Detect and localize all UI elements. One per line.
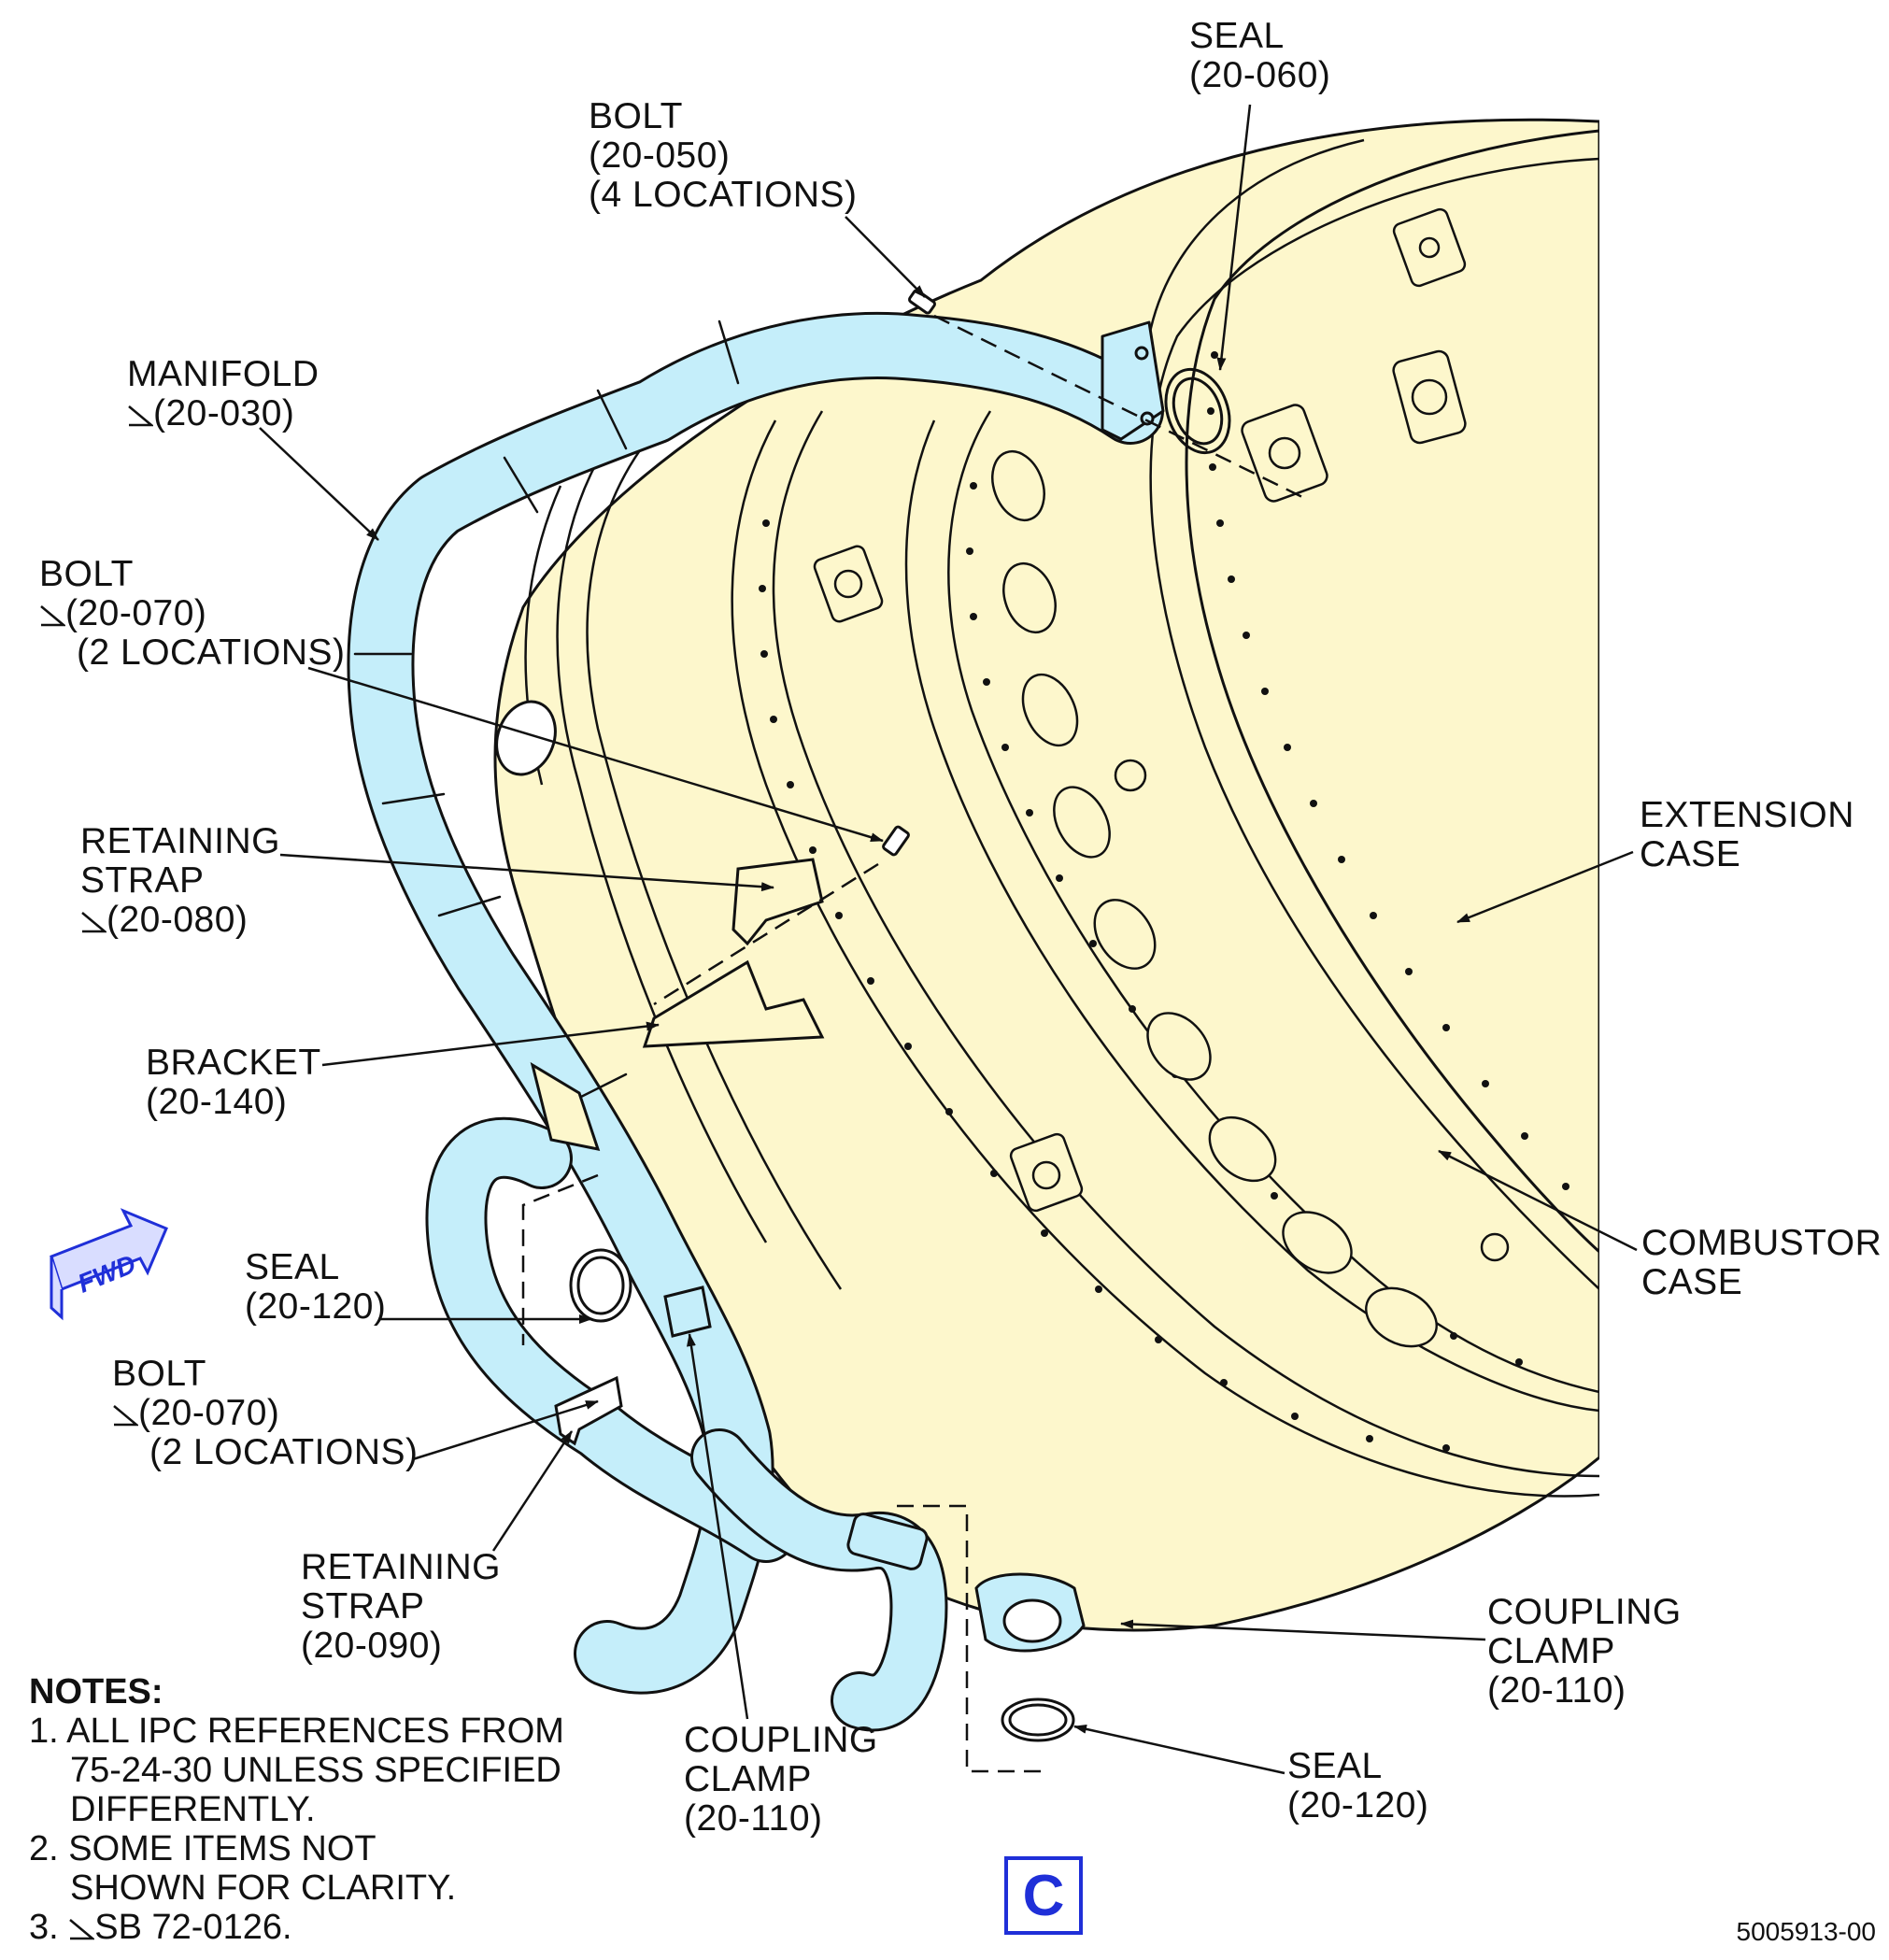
leader-manifold: [259, 427, 379, 541]
case-flange-ring-1: [1149, 157, 1599, 1290]
effectivity-triangle-icon: [69, 1919, 95, 1940]
leader-retaining-strap-090: [491, 1430, 574, 1552]
leader-retaining-strap-080: [279, 853, 774, 892]
leader-lines: [259, 104, 1638, 1775]
bolt-hole-row-1: [1207, 351, 1569, 1190]
case-flange-ring-3: [947, 410, 1599, 1394]
notes-heading: NOTES:: [29, 1672, 163, 1711]
leader-seal-120-right: [1073, 1724, 1285, 1775]
manifold-flange-fitting: [1101, 320, 1165, 441]
open-port-left: [495, 700, 557, 776]
label-bolt-070-upper: BOLT (20-070) (2 LOCATIONS): [39, 554, 346, 673]
case-forward-ring-1: [586, 410, 843, 1290]
bolt-hole-row-3: [759, 519, 1450, 1452]
engine-case-assembly: [493, 118, 1599, 1632]
leader-bolt-070-lower: [412, 1399, 599, 1461]
case-flange-ring-5: [772, 410, 1599, 1478]
effectivity-triangle-icon: [81, 912, 107, 933]
effectivity-triangle-icon: [40, 605, 65, 627]
case-flange-ring-4: [904, 419, 1599, 1413]
label-bolt-070-lower: BOLT (20-070) (2 LOCATIONS): [112, 1354, 419, 1472]
leader-coupling-clamp-right: [1120, 1619, 1486, 1641]
case-forward-ring-2: [556, 429, 768, 1243]
manifold-lower-branch-fill: [428, 1119, 794, 1560]
label-bolt-050: BOLT(20-050)(4 LOCATIONS): [589, 96, 858, 215]
effectivity-triangle-icon: [128, 405, 153, 427]
leader-extension-case: [1456, 850, 1634, 924]
leader-seal-060: [1216, 104, 1252, 371]
label-manifold: MANIFOLD (20-030): [127, 354, 320, 433]
bracket-20-140: [642, 959, 825, 1048]
manifold-tube: [347, 312, 1165, 1732]
fwd-arrow: FWD: [50, 1208, 168, 1321]
hardware-details: [495, 289, 1231, 1742]
leader-combustor-case: [1438, 1149, 1638, 1252]
manifold-segment-joints: [353, 320, 740, 1104]
assembly-dash-lines: [521, 314, 1309, 1773]
seal-20-060: [1164, 367, 1231, 455]
label-seal-120-right: SEAL(20-120): [1287, 1746, 1429, 1825]
note-2-line-2: SHOWN FOR CLARITY.: [70, 1868, 457, 1908]
coupling-clamp-left: [663, 1285, 712, 1338]
view-callout-c: C: [1004, 1856, 1083, 1935]
note-3: 3. SB 72-0126.: [29, 1908, 292, 1947]
leader-bracket-140: [321, 1021, 660, 1067]
coupling-sleeve-bottom: [846, 1513, 929, 1570]
seal-20-120-left: [569, 1248, 632, 1323]
bolt-20-070-upper: [882, 825, 910, 857]
note-1-line-2: 75-24-30 UNLESS SPECIFIED: [70, 1751, 561, 1790]
combustor-port-openings: [991, 449, 1438, 1348]
note-1-line-3: DIFFERENTLY.: [70, 1790, 316, 1829]
case-bosses: [813, 207, 1510, 1262]
retaining-strap-20-090: [554, 1375, 623, 1446]
label-seal-060: SEAL(20-060): [1189, 16, 1331, 95]
notes-block: NOTES: 1. ALL IPC REFERENCES FROM 75-24-…: [29, 1672, 564, 1947]
note-2-line-1: 2. SOME ITEMS NOT: [29, 1829, 376, 1868]
case-flange-ring-2: [1147, 138, 1365, 337]
leader-bolt-070-upper: [307, 666, 884, 843]
label-seal-120-left: SEAL(20-120): [245, 1247, 387, 1327]
drawing-number: 5005913-00: [1736, 1917, 1876, 1946]
note-1-line-1: 1. ALL IPC REFERENCES FROM: [29, 1711, 564, 1751]
case-flange-ring-6: [731, 419, 1599, 1498]
label-bracket-140: BRACKET(20-140): [146, 1043, 321, 1122]
bracket-20-140-lower: [530, 1061, 601, 1151]
leader-coupling-clamp-left: [686, 1333, 749, 1720]
retaining-strap-20-080: [731, 858, 824, 946]
effectivity-triangle-icon: [113, 1405, 138, 1427]
leader-bolt-050: [845, 216, 926, 298]
